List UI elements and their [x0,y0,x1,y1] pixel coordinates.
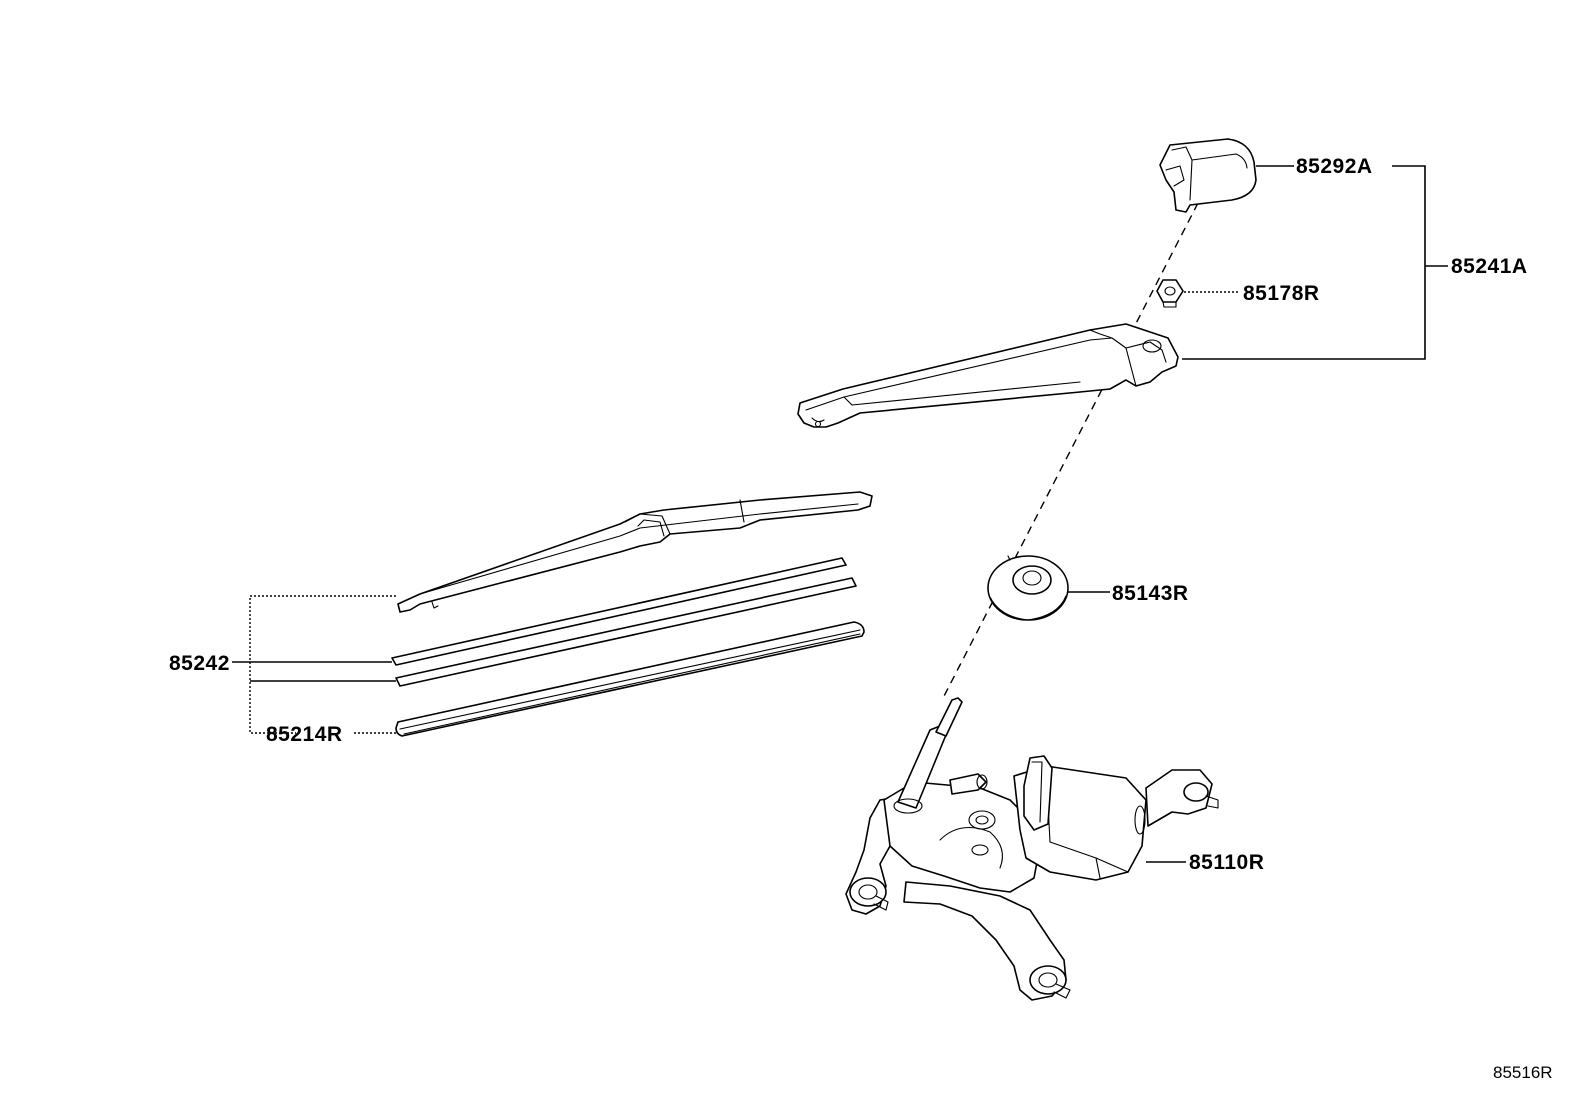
leader-lines [232,165,1448,863]
wiper-arm [797,323,1179,428]
blade-vertebra-strips [391,557,857,687]
label-nut-part-number: 85178R [1243,282,1320,305]
figure-reference: 85516R [1493,1063,1553,1082]
wiper-arm-nut [1156,279,1184,308]
assembly-axis-line [941,202,1199,701]
pivot-cover [987,555,1069,621]
wiper-arm-cap [1159,138,1257,213]
wiper-blade [397,491,873,613]
label-motor-part-number: 85110R [1189,851,1264,874]
label-arm-assembly-part-number: 85241A [1451,255,1528,278]
wiper-motor [845,697,1219,1001]
label-blade-rubber-part-number: 85214R [266,723,343,746]
label-pivot-cover-part-number: 85143R [1112,582,1189,605]
blade-rubber [395,621,865,737]
label-cap-part-number: 85292A [1296,155,1373,178]
label-blade-assembly-part-number: 85242 [169,652,230,675]
